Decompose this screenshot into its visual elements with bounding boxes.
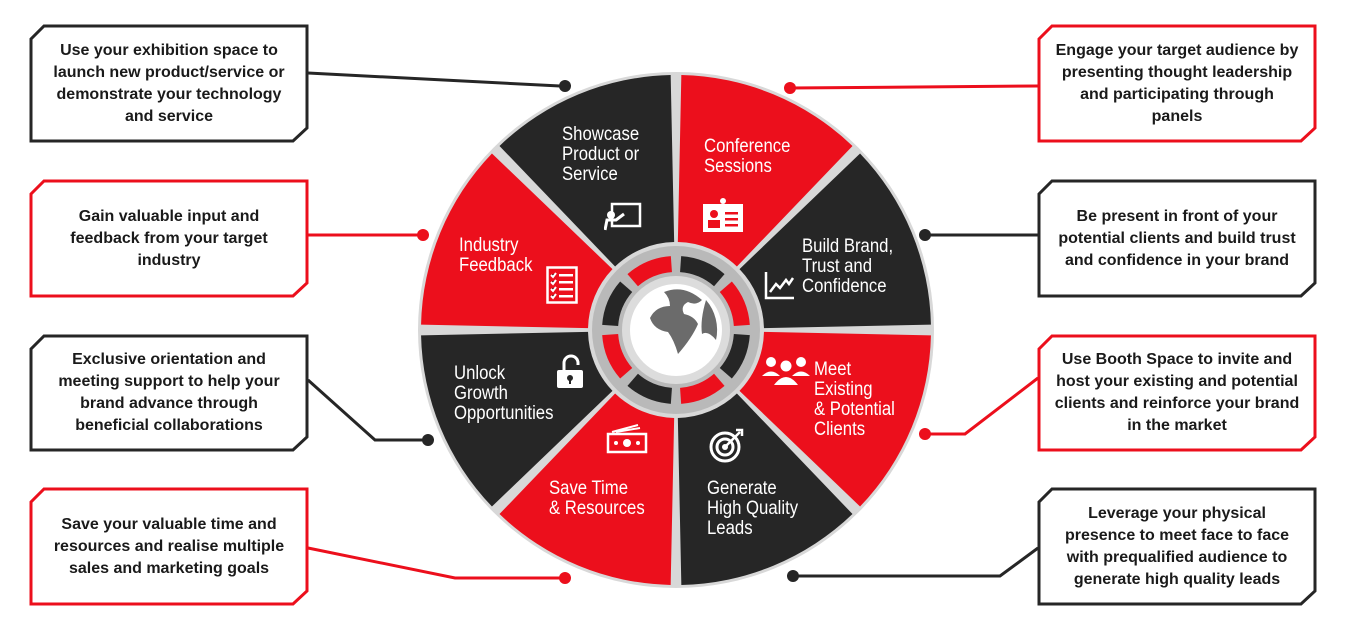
globe-landmass [650,289,702,354]
connector-line [925,376,1039,436]
wheel-segment [739,331,931,507]
box-text: Gain valuable input and feedback from yo… [70,207,268,269]
people-group-icon [762,357,810,385]
globe-landmass [701,300,718,340]
segment-label-build-brand: Build Brand, Trust and Confidence [802,236,894,297]
box-text: Be present in front of your potential cl… [1058,207,1296,269]
id-badge-icon [703,198,743,232]
hub-ring-segment [602,281,633,326]
connector-line [307,546,565,580]
left-box-feedback: Gain valuable input and feedback from yo… [29,179,309,298]
connector-dot [787,570,799,582]
right-box-booth: Use Booth Space to invite and host your … [1037,334,1317,452]
segment-label-conference: Conference Sessions [704,136,791,177]
connector-line [789,84,1039,90]
connector-dot [919,229,931,241]
money-icon [606,424,648,454]
box-text: Save your valuable time and resources an… [53,515,285,577]
box-text: Exclusive orientation and meeting suppor… [58,351,280,434]
hub-ring-segment [719,281,750,326]
connector-dot [784,82,796,94]
segment-label-meet-clients: Meet Existing & Potential Clients [814,359,895,440]
connector-line [793,546,1039,578]
presentation-board-icon [604,202,642,231]
hub-ring-segment [680,256,725,287]
box-text: Leverage your physical presence to meet … [1064,504,1290,588]
connector-dot [422,434,434,446]
hub-ring-segment [602,334,633,379]
box-text: Use Booth Space to invite and host your … [1054,351,1300,434]
connector-dot [559,80,571,92]
left-box-launch: Use your exhibition space to launch new … [29,24,309,143]
target-icon [709,428,744,463]
right-box-engage: Engage your target audience by presentin… [1037,24,1317,143]
hub-ring-segment [719,334,750,379]
left-box-save-time: Save your valuable time and resources an… [29,487,309,606]
right-box-leverage: Leverage your physical presence to meet … [1037,487,1317,606]
segment-label-generate-leads: Generate High Quality Leads [707,478,799,539]
growth-chart-icon [764,272,795,300]
segment-label-showcase: Showcase Product or Service [562,124,640,185]
segment-label-unlock-growth: Unlock Growth Opportunities [454,363,554,424]
hub-ring-segment [627,256,672,287]
hub-ring-segment [680,373,725,404]
segment-label-industry-feedback: Industry Feedback [459,235,533,276]
wheel-segment [421,153,613,329]
connector-line [307,71,561,88]
connector-dot [559,572,571,584]
box-text: Engage your target audience by presentin… [1055,41,1299,125]
unlock-icon [557,354,583,388]
connector-line [306,378,428,442]
right-box-present: Be present in front of your potential cl… [1037,179,1317,298]
segment-label-save-time: Save Time & Resources [549,478,645,519]
wheel-segment [739,153,931,329]
hub-ring-segment [627,373,672,404]
wheel-segment [499,75,675,267]
box-text: Use your exhibition space to launch new … [53,41,285,125]
connector-dot [417,229,429,241]
connector-dot [919,428,931,440]
left-box-orientation: Exclusive orientation and meeting suppor… [29,334,309,452]
checklist-icon [546,266,578,304]
